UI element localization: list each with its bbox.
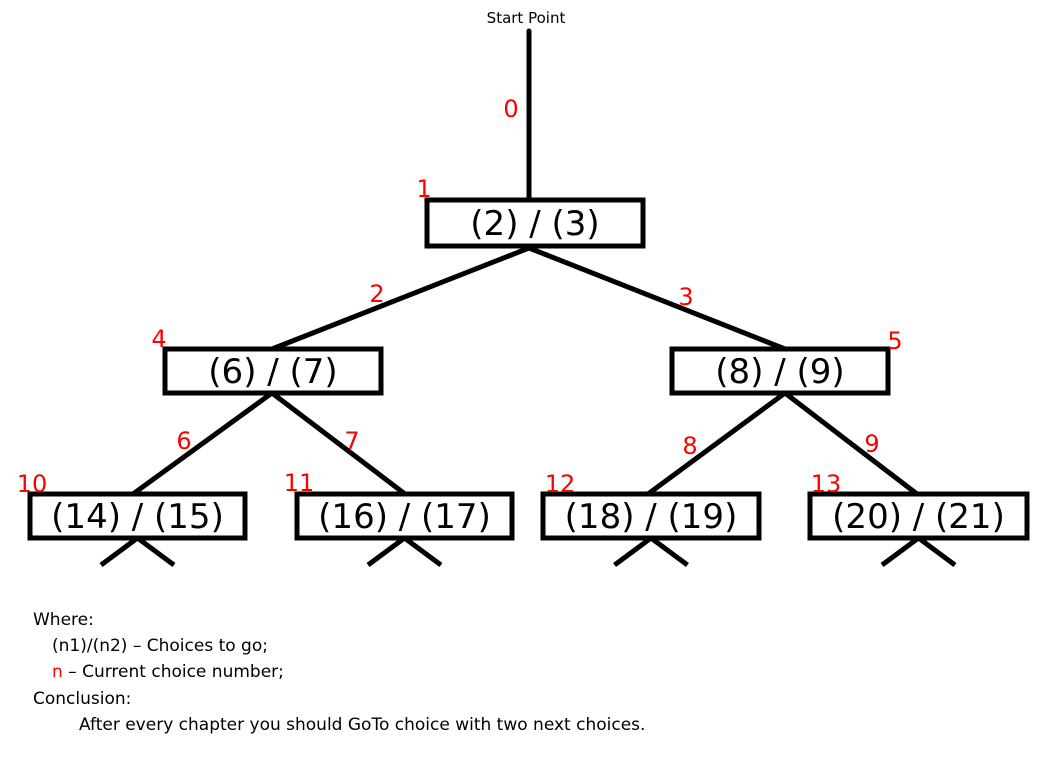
choice-box-5 xyxy=(669,346,891,396)
choice-box-12 xyxy=(540,491,762,541)
choice-box-text-13: (20) / (21) xyxy=(832,497,1005,537)
edge-number-9: 9 xyxy=(864,430,879,458)
choice-box-11 xyxy=(294,491,515,541)
choice-box-text-11: (16) / (17) xyxy=(318,497,491,537)
edge-n5-n12 xyxy=(645,390,788,497)
continuation-stub-n10-right xyxy=(136,535,176,568)
choice-box-13 xyxy=(807,491,1030,541)
continuation-stub-n13-left xyxy=(880,535,920,568)
edges-layer xyxy=(130,28,920,497)
continuation-stub-n11-right xyxy=(403,535,443,568)
continuation-stub-n10-left xyxy=(99,535,139,568)
choice-number-1: 1 xyxy=(416,175,431,203)
nodes-layer: (2) / (3) (6) / (7) (8) / (9) (14) / (15) (1… xyxy=(27,197,1030,541)
edge-n5-n13 xyxy=(782,390,920,497)
choice-number-11: 11 xyxy=(284,469,315,497)
edge-n4-n11 xyxy=(269,390,408,497)
choice-box-1 xyxy=(424,197,646,249)
choice-number-10: 10 xyxy=(17,470,48,498)
choice-number-4: 4 xyxy=(151,325,166,353)
choice-number-12: 12 xyxy=(545,470,576,498)
edge-number-6: 6 xyxy=(176,427,191,455)
choice-number-13: 13 xyxy=(811,470,842,498)
continuation-stub-n13-right xyxy=(917,535,957,568)
edge-number-7: 7 xyxy=(344,427,359,455)
choice-box-text-5: (8) / (9) xyxy=(715,352,844,392)
choice-box-10 xyxy=(27,491,248,541)
stubs-layer xyxy=(99,535,957,568)
choice-box-text-4: (6) / (7) xyxy=(208,352,337,392)
edge-n1-n5 xyxy=(526,245,788,352)
continuation-stub-n12-right xyxy=(649,535,689,568)
labels-layer: Start Point 0 2 3 6 7 8 9 1 4 5 10 11 12 13 xyxy=(17,9,903,498)
edge-number-8: 8 xyxy=(682,432,697,460)
choice-box-text-10: (14) / (15) xyxy=(51,497,224,537)
continuation-stub-n12-left xyxy=(613,535,653,568)
choice-number-5: 5 xyxy=(887,327,902,355)
choice-box-text-1: (2) / (3) xyxy=(470,204,599,244)
continuation-stub-n11-left xyxy=(366,535,406,568)
start-point-label: Start Point xyxy=(487,9,566,27)
edge-n4-n10 xyxy=(130,390,275,497)
edge-number-2: 2 xyxy=(369,280,384,308)
choice-box-4 xyxy=(162,346,384,396)
choice-box-text-12: (18) / (19) xyxy=(565,497,738,537)
edge-n1-n4 xyxy=(269,245,532,352)
edge-number-0: 0 xyxy=(503,95,518,123)
edge-number-3: 3 xyxy=(678,283,693,311)
